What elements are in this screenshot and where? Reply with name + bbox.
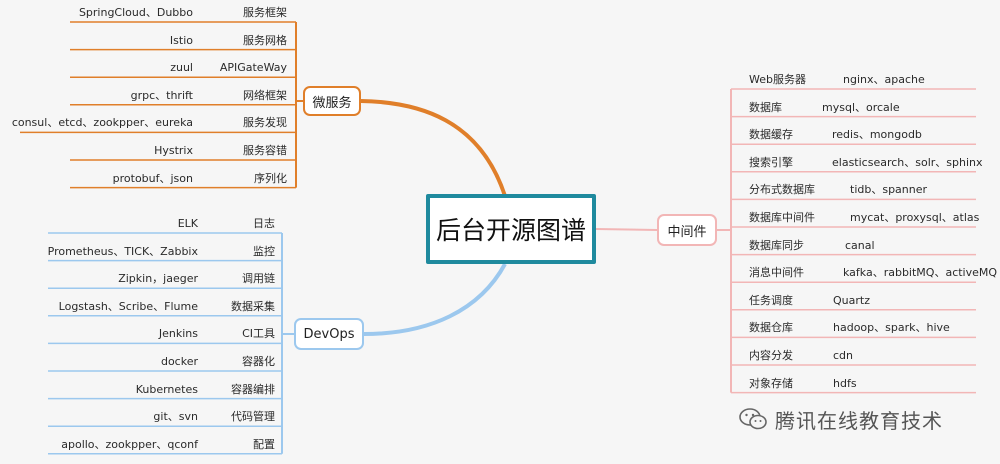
micro-leaf-tech[interactable]: Istio — [169, 33, 193, 47]
devops-leaf-name[interactable]: 代码管理 — [231, 410, 275, 424]
micro-leaf-tech[interactable]: SpringCloud、Dubbo — [78, 6, 193, 19]
devops-leaf-name[interactable]: 配置 — [253, 437, 275, 451]
middleware-leaf-name[interactable]: 分布式数据库 — [749, 183, 815, 197]
middleware-leaf-tech[interactable]: Quartz — [833, 293, 870, 307]
middleware-leaf-tech[interactable]: elasticsearch、solr、sphinx — [832, 155, 983, 169]
micro-leaf-tech[interactable]: protobuf、json — [112, 171, 193, 185]
middleware-leaf-tech[interactable]: tidb、spanner — [850, 183, 928, 197]
devops-leaf-tech[interactable]: ELK — [177, 217, 198, 230]
middleware-leaf-name[interactable]: 任务调度 — [749, 293, 793, 307]
devops-leaf-name[interactable]: 数据采集 — [231, 299, 275, 313]
central-topic[interactable]: 后台开源图谱 — [426, 194, 596, 264]
devops-leaf-name[interactable]: 容器化 — [242, 355, 275, 368]
middleware-leaf-name[interactable]: 数据仓库 — [749, 321, 793, 335]
middleware-leaf-name[interactable]: 消息中间件 — [749, 266, 804, 280]
devops-leaf-name[interactable]: 调用链 — [242, 272, 275, 286]
devops-leaf-name[interactable]: 容器编排 — [231, 382, 275, 396]
middleware-leaf-name[interactable]: 数据库中间件 — [749, 211, 815, 224]
micro-leaf-tech[interactable]: grpc、thrift — [130, 88, 193, 102]
middleware-leaf-name[interactable]: Web服务器 — [749, 73, 806, 86]
middleware-leaf-tech[interactable]: kafka、rabbitMQ、activeMQ — [843, 266, 998, 280]
micro-leaf-name[interactable]: 服务发现 — [243, 116, 287, 130]
middleware-leaf-tech[interactable]: cdn — [833, 349, 854, 362]
micro-leaf-name[interactable]: 服务网格 — [243, 33, 287, 47]
middleware-leaf-tech[interactable]: canal — [845, 238, 875, 252]
micro-leaf-name[interactable]: 网络框架 — [243, 88, 287, 102]
devops-leaf-tech[interactable]: git、svn — [153, 410, 198, 424]
middleware-leaf-name[interactable]: 数据库 — [749, 100, 782, 114]
devops-leaf-tech[interactable]: apollo、zookpper、qconf — [61, 437, 198, 451]
middleware-leaf-name[interactable]: 对象存储 — [749, 376, 793, 390]
wechat-icon — [739, 408, 767, 430]
middleware-leaf-name[interactable]: 数据库同步 — [749, 238, 804, 252]
micro-main-connector — [360, 99, 507, 197]
branch-devops[interactable]: DevOps — [294, 318, 364, 350]
micro-leaf-name[interactable]: 服务框架 — [243, 6, 287, 19]
middleware-leaf-tech[interactable]: redis、mongodb — [832, 128, 922, 142]
devops-leaf-tech[interactable]: Kubernetes — [135, 382, 198, 396]
branch-middleware[interactable]: 中间件 — [657, 214, 717, 246]
micro-leaf-tech[interactable]: consul、etcd、zookpper、eureka — [11, 116, 193, 130]
watermark-text: 腾讯在线教育技术 — [775, 408, 943, 433]
middleware-leaf-tech[interactable]: hadoop、spark、hive — [833, 321, 950, 335]
micro-leaf-tech[interactable]: zuul — [170, 61, 193, 75]
devops-leaf-tech[interactable]: Logstash、Scribe、Flume — [58, 299, 198, 313]
middleware-main-connector — [595, 228, 658, 231]
devops-leaf-name[interactable]: 监控 — [253, 244, 275, 258]
micro-leaf-name[interactable]: 服务容错 — [243, 144, 287, 157]
micro-leaf-name[interactable]: APIGateWay — [219, 61, 287, 75]
watermark: 腾讯在线教育技术 — [739, 401, 979, 437]
micro-leaf-name[interactable]: 序列化 — [254, 171, 287, 185]
devops-leaf-tech[interactable]: Zipkin，jaeger — [118, 272, 198, 286]
devops-leaf-name[interactable]: 日志 — [253, 217, 275, 230]
middleware-leaf-tech[interactable]: mycat、proxysql、atlas — [850, 211, 980, 224]
middleware-leaf-tech[interactable]: nginx、apache — [843, 73, 925, 86]
branch-microservices[interactable]: 微服务 — [303, 86, 361, 116]
devops-leaf-tech[interactable]: docker — [160, 355, 198, 368]
devops-main-connector — [363, 263, 507, 336]
middleware-leaf-name[interactable]: 搜索引擎 — [749, 155, 793, 169]
branch-microservices-label: 微服务 — [312, 95, 352, 111]
branch-middleware-label: 中间件 — [667, 224, 707, 240]
devops-leaf-tech[interactable]: Prometheus、TICK、Zabbix — [47, 244, 198, 258]
branch-devops-label: DevOps — [303, 326, 355, 342]
central-topic-title: 后台开源图谱 — [435, 216, 586, 245]
middleware-leaf-name[interactable]: 数据缓存 — [749, 128, 793, 142]
micro-leaf-tech[interactable]: Hystrix — [154, 144, 193, 157]
middleware-leaf-tech[interactable]: mysql、orcale — [822, 100, 900, 114]
middleware-leaf-tech[interactable]: hdfs — [833, 376, 857, 390]
devops-leaf-tech[interactable]: Jenkins — [158, 327, 198, 341]
middleware-leaf-name[interactable]: 内容分发 — [749, 349, 793, 362]
devops-leaf-name[interactable]: CI工具 — [242, 327, 275, 341]
